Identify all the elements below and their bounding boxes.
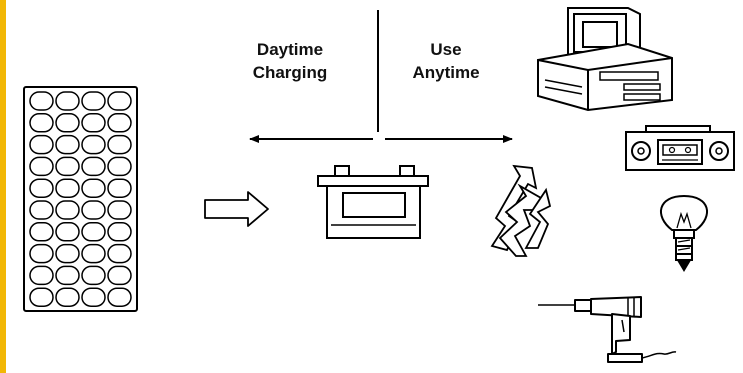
solar-cell — [81, 113, 106, 133]
solar-cell — [55, 156, 80, 177]
solar-cell — [107, 200, 132, 220]
solar-cell — [107, 156, 132, 177]
solar-cell — [107, 265, 132, 286]
radio-icon — [625, 125, 735, 171]
computer-icon — [537, 7, 673, 112]
distribution-arrows-icon — [490, 164, 552, 257]
solar-cell — [29, 222, 54, 242]
solar-cell — [55, 200, 80, 220]
solar-cell — [55, 113, 80, 133]
label-use-anytime: Use Anytime — [396, 38, 496, 84]
solar-cell — [29, 156, 54, 177]
hollow-arrow-icon — [204, 191, 269, 227]
solar-cell — [29, 243, 54, 264]
solar-cell — [29, 287, 54, 307]
solar-cell — [107, 134, 132, 155]
accent-bar — [0, 0, 6, 373]
label-daytime: Daytime — [256, 40, 324, 59]
solar-cell — [107, 178, 132, 198]
solar-cell — [55, 91, 80, 111]
solar-cell — [81, 222, 106, 242]
solar-cell — [81, 156, 106, 177]
solar-cell — [107, 243, 132, 264]
light-bulb-icon — [660, 194, 708, 272]
solar-cell — [107, 287, 132, 307]
solar-cell — [81, 200, 106, 220]
solar-cell — [81, 287, 106, 307]
label-daytime-charging: Daytime Charging — [230, 38, 350, 84]
solar-cell — [29, 134, 54, 155]
solar-cell — [81, 265, 106, 286]
solar-cell — [55, 243, 80, 264]
label-use: Use — [430, 40, 462, 59]
solar-cell — [55, 178, 80, 198]
solar-cell — [81, 243, 106, 264]
solar-cell — [107, 113, 132, 133]
battery-icon — [317, 165, 429, 239]
solar-cell — [55, 134, 80, 155]
solar-cell — [29, 178, 54, 198]
solar-cell — [81, 91, 106, 111]
solar-cell — [55, 287, 80, 307]
solar-cell — [55, 222, 80, 242]
solar-cell — [107, 222, 132, 242]
solar-cell — [107, 91, 132, 111]
solar-cell — [81, 178, 106, 198]
solar-cell — [29, 113, 54, 133]
solar-cell — [29, 265, 54, 286]
label-anytime: Anytime — [412, 63, 480, 82]
power-drill-icon — [538, 296, 677, 363]
label-charging: Charging — [252, 63, 328, 82]
solar-panel-icon — [23, 86, 138, 312]
solar-cell — [81, 134, 106, 155]
solar-cell — [29, 200, 54, 220]
solar-cell — [29, 91, 54, 111]
solar-cell — [55, 265, 80, 286]
